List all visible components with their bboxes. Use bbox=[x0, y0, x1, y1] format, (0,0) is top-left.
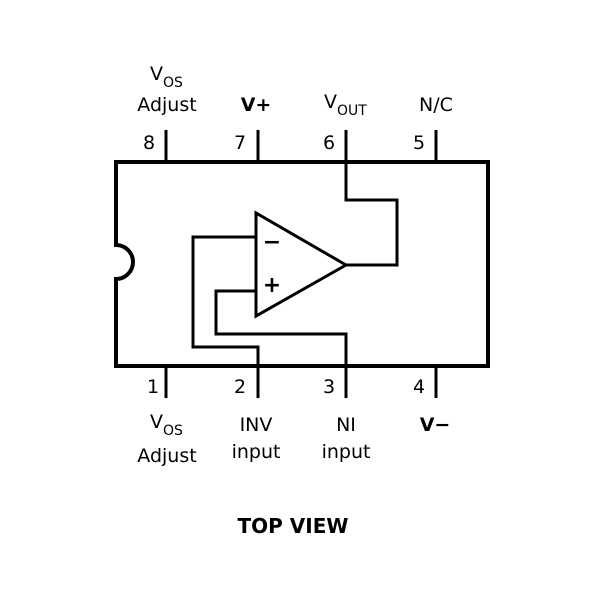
caption: TOP VIEW bbox=[238, 514, 349, 538]
pin-1-name-line2: Adjust bbox=[137, 445, 196, 467]
pin-5-name: N/C bbox=[419, 94, 453, 116]
noninverting-input-wire bbox=[214, 289, 348, 364]
pin-8-name: VOS bbox=[150, 63, 183, 91]
pin-2-name: INV bbox=[240, 414, 273, 436]
pin-8-number: 8 bbox=[143, 132, 155, 154]
pin-7-name: V+ bbox=[241, 94, 272, 116]
ic-package-body bbox=[114, 160, 490, 368]
output-wire bbox=[344, 164, 399, 267]
pin-7-number: 7 bbox=[234, 132, 246, 154]
pin-6-number: 6 bbox=[323, 132, 335, 154]
pin-1-number: 1 bbox=[147, 376, 159, 398]
opamp-minus-symbol: − bbox=[263, 230, 281, 255]
pin-2-number: 2 bbox=[234, 376, 246, 398]
opamp-plus-symbol: + bbox=[263, 273, 281, 298]
opamp-triangle bbox=[254, 210, 350, 319]
pin-1-name: VOS bbox=[150, 411, 183, 439]
pin-5-number: 5 bbox=[413, 132, 425, 154]
pin-3-name-line2: input bbox=[322, 441, 371, 463]
inverting-input-wire bbox=[191, 235, 260, 364]
pin-2-name-line2: input bbox=[232, 441, 281, 463]
pin-8-name-line2: Adjust bbox=[137, 94, 196, 116]
pin-3-number: 3 bbox=[323, 376, 335, 398]
pin-6-name: VOUT bbox=[324, 91, 367, 119]
pin-4-name: V− bbox=[420, 414, 451, 436]
pin-3-name: NI bbox=[336, 414, 356, 436]
pin-4-number: 4 bbox=[413, 376, 425, 398]
